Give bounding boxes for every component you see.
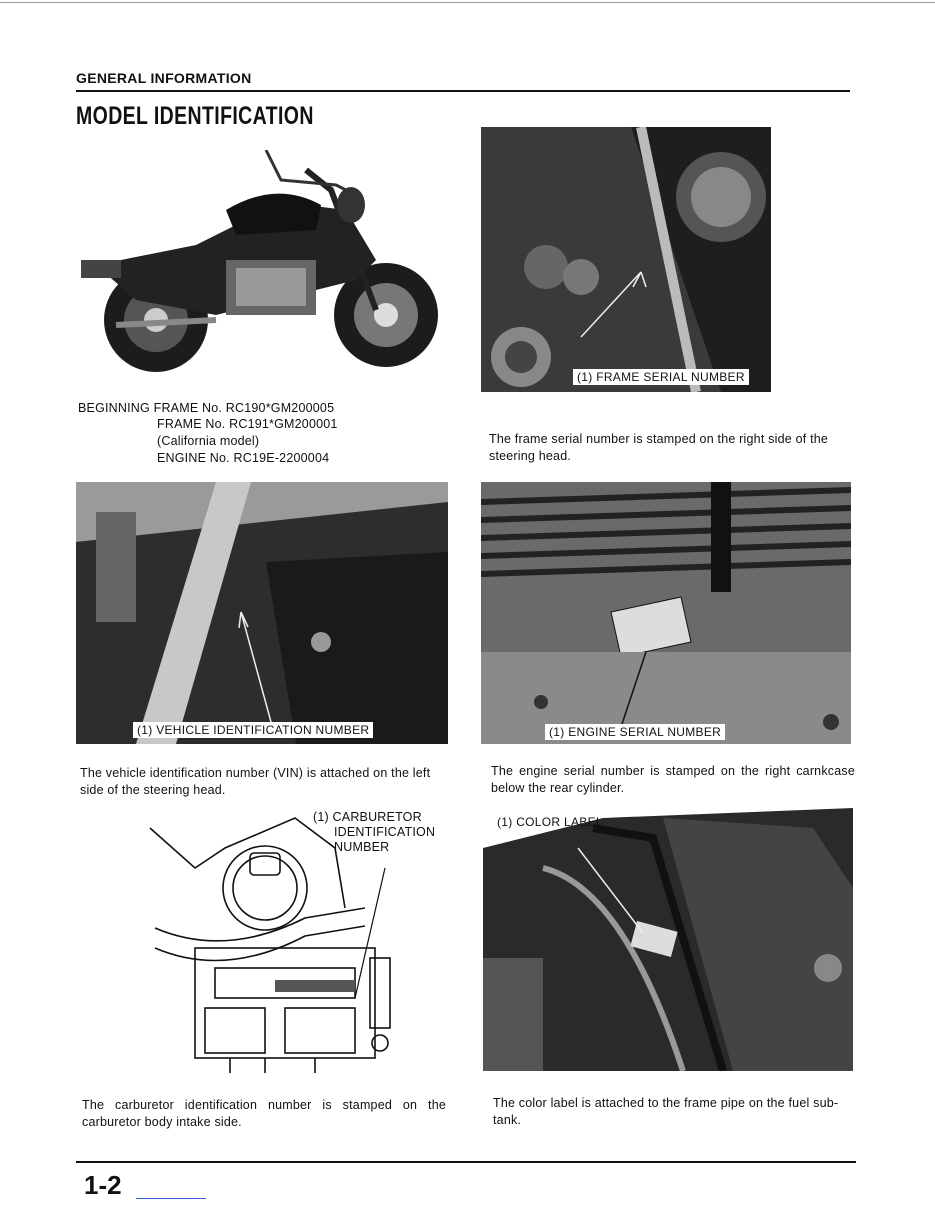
color-label-photo: (1) COLOR LABEL xyxy=(483,808,853,1071)
page-number: 1-2 xyxy=(84,1170,122,1200)
footer-link-underline xyxy=(136,1198,206,1199)
beginning-frame-line: BEGINNING FRAME No. RC190*GM200005 xyxy=(78,400,334,417)
motorcycle-photo xyxy=(76,149,448,385)
color-label-caption: The color label is attached to the frame… xyxy=(493,1096,839,1127)
section-heading: GENERAL INFORMATION xyxy=(76,70,252,86)
engine-serial-caption: The engine serial number is stamped on t… xyxy=(491,764,855,795)
page-title: MODEL IDENTIFICATION xyxy=(76,102,314,130)
carburetor-caption: The carburetor identification number is … xyxy=(82,1098,446,1129)
carburetor-label-line2: IDENTIFICATION xyxy=(334,825,436,839)
engine-number-line: ENGINE No. RC19E-2200004 xyxy=(157,451,330,465)
header-rule xyxy=(76,90,850,92)
vin-photo: (1) VEHICLE IDENTIFICATION NUMBER xyxy=(76,482,448,744)
footer-rule xyxy=(76,1161,856,1163)
top-border xyxy=(0,2,935,3)
carburetor-diagram xyxy=(135,808,455,1078)
california-model-line: (California model) xyxy=(157,434,260,448)
vin-caption: The vehicle identification number (VIN) … xyxy=(80,766,431,797)
carburetor-label-line3: NUMBER xyxy=(334,840,390,854)
beginning-frame-label: BEGINNING FRAME No. xyxy=(78,401,223,415)
carburetor-label-line1: (1) CARBURETOR xyxy=(313,810,422,824)
beginning-frame-value: RC190*GM200005 xyxy=(225,401,335,415)
frame-serial-caption: The frame serial number is stamped on th… xyxy=(489,432,829,463)
color-label-text: (1) COLOR LABEL xyxy=(497,815,603,829)
frame-serial-photo: (1) FRAME SERIAL NUMBER xyxy=(481,127,771,392)
vin-label: (1) VEHICLE IDENTIFICATION NUMBER xyxy=(133,722,374,738)
engine-serial-label: (1) ENGINE SERIAL NUMBER xyxy=(545,724,726,740)
engine-serial-photo: (1) ENGINE SERIAL NUMBER xyxy=(481,482,851,744)
frame-serial-label: (1) FRAME SERIAL NUMBER xyxy=(573,369,749,385)
frame-number-line: FRAME No. RC191*GM200001 xyxy=(157,417,338,431)
